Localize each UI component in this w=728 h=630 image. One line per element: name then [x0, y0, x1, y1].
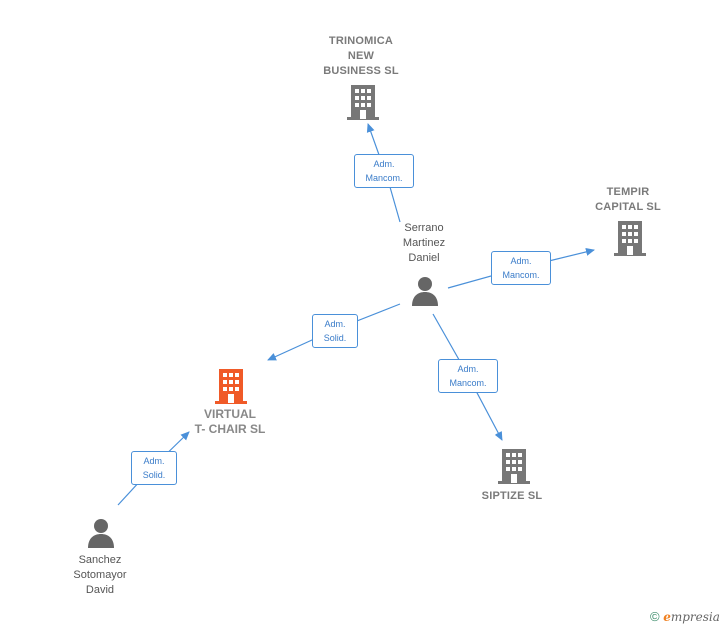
footer-brand: © empresia: [650, 609, 720, 624]
node-label-virtual[interactable]: VIRTUAL T- CHAIR SL: [194, 407, 266, 436]
building-icon-tempir[interactable]: [614, 220, 646, 256]
building-icon-siptize[interactable]: [498, 448, 530, 484]
edge-label-serrano-virtual: Adm. Solid.: [312, 314, 358, 348]
node-label-siptize[interactable]: SIPTIZE SL: [481, 490, 543, 502]
edge-label-serrano-tempir: Adm. Mancom.: [491, 251, 551, 285]
person-icon-serrano[interactable]: [410, 276, 440, 306]
building-icon-virtual[interactable]: [215, 368, 247, 404]
node-label-serrano[interactable]: Serrano Martinez Daniel: [402, 222, 446, 264]
node-label-sanchez[interactable]: Sanchez Sotomayor David: [73, 554, 127, 596]
brand-logo: empresia: [663, 610, 720, 624]
node-label-trinomica[interactable]: TRINOMICA NEW BUSINESS SL: [323, 35, 399, 77]
node-label-tempir[interactable]: TEMPIR CAPITAL SL: [595, 186, 661, 213]
building-icon-trinomica[interactable]: [347, 84, 379, 120]
person-icon-sanchez[interactable]: [86, 518, 116, 548]
edge-label-sanchez-virtual: Adm. Solid.: [131, 451, 177, 485]
copyright-icon: ©: [650, 609, 660, 624]
edge-label-serrano-trinomica: Adm. Mancom.: [354, 154, 414, 188]
edge-label-serrano-siptize: Adm. Mancom.: [438, 359, 498, 393]
